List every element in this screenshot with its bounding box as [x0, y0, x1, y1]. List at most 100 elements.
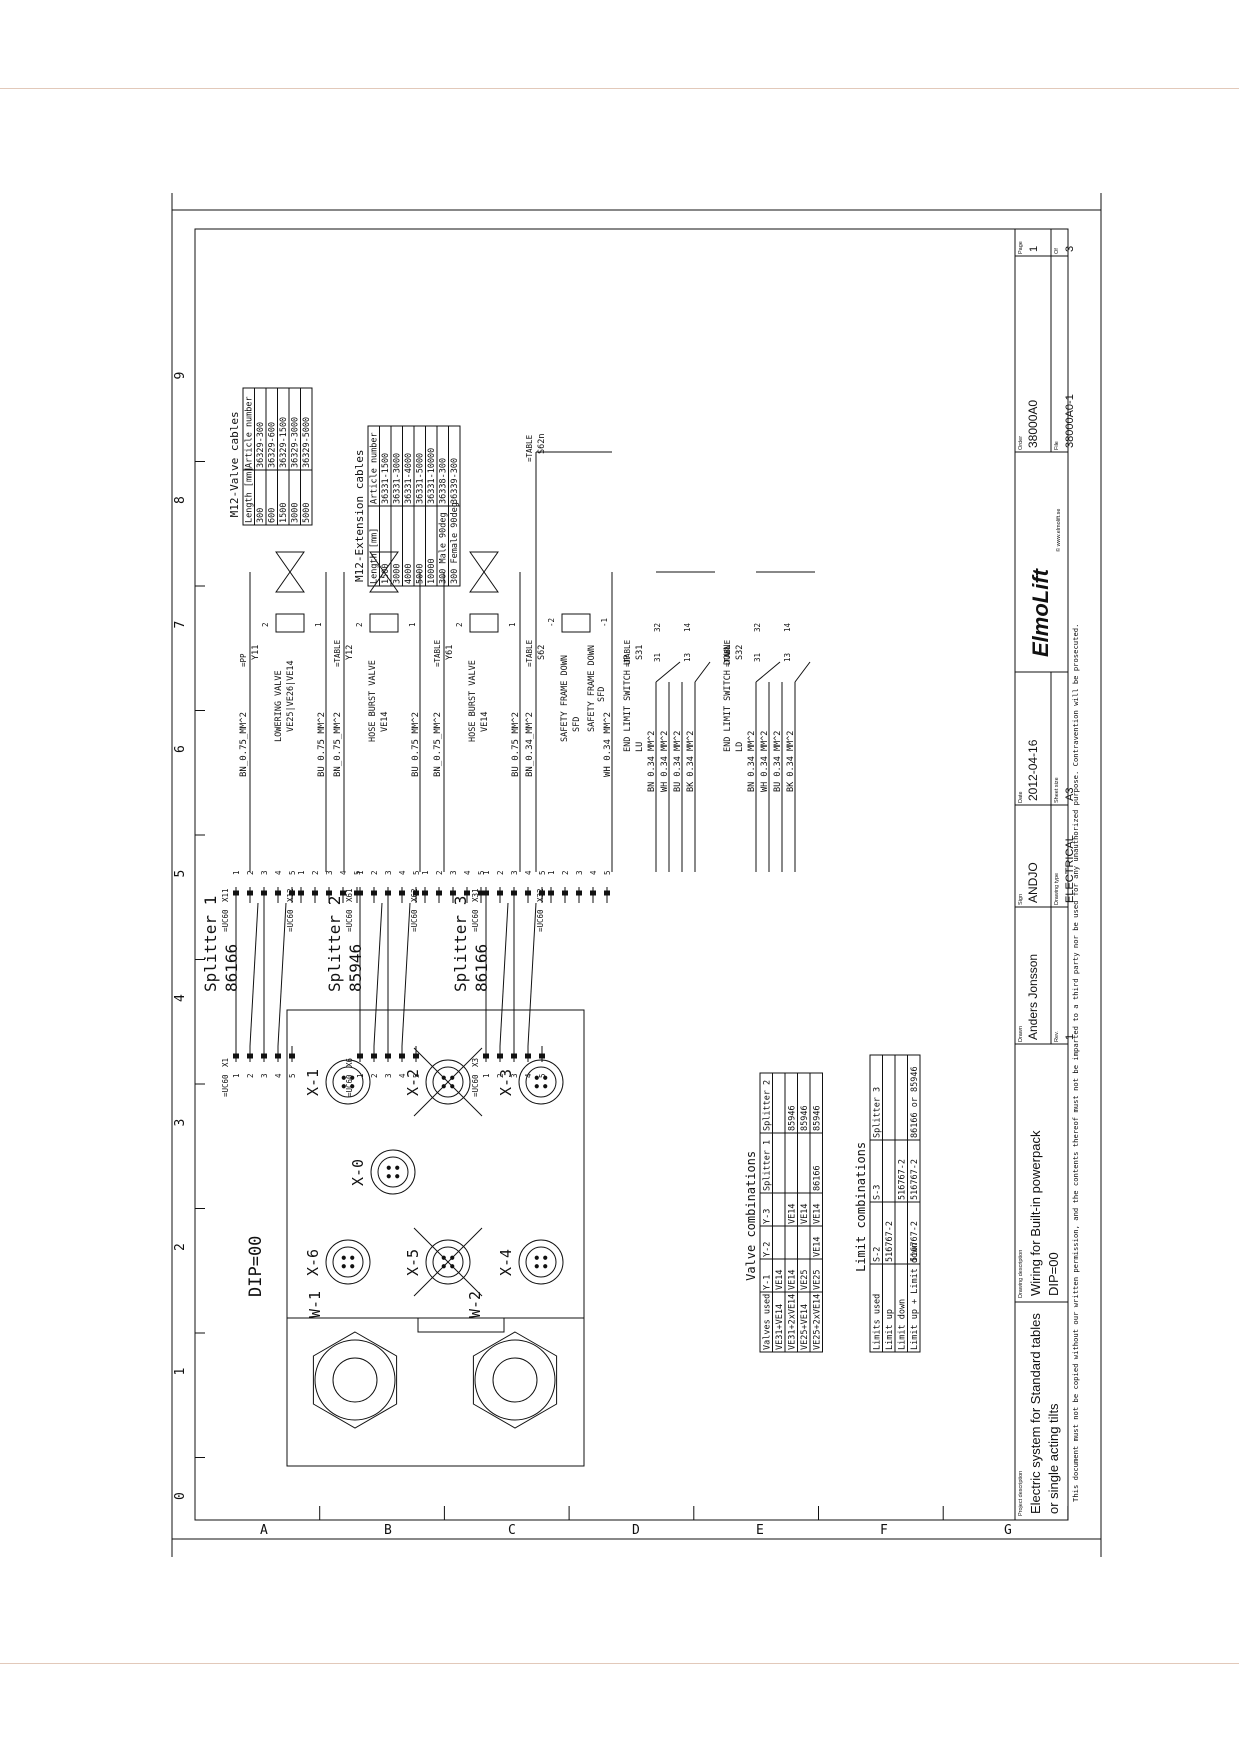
pin-crimp — [399, 890, 405, 896]
table-cell: Article number — [370, 432, 380, 504]
pin-number: 4 — [524, 870, 533, 875]
connector-label: X-3 — [497, 1069, 515, 1096]
pin-number: 3 — [260, 870, 269, 875]
contact-number: 13 — [683, 653, 692, 662]
pin-dot — [543, 1084, 548, 1089]
table-cell: Splitter 1 — [763, 1140, 773, 1191]
pin-number: 3 — [510, 1073, 519, 1078]
wire-label: WH_0.34_MM^2 — [603, 712, 613, 777]
pin-crimp — [326, 890, 332, 896]
column-number: 9 — [173, 372, 188, 380]
pin-dot — [395, 1174, 400, 1179]
pin-crimp — [289, 890, 295, 896]
coil-pin: 2 — [455, 622, 464, 627]
device-tag: =TABLE — [525, 434, 534, 462]
pin-crimp — [539, 1053, 545, 1059]
device-name: END LIMIT SWITCH DOWN — [723, 645, 733, 752]
panel-outline — [286, 1009, 585, 1467]
coil-pin: 1 — [508, 622, 517, 627]
table-cell: Splitter 3 — [873, 1087, 883, 1138]
pin-number: 1 — [482, 870, 491, 875]
pin-number: 4 — [398, 1073, 407, 1078]
file-value: 38000A0-1 — [1064, 394, 1076, 448]
pin-crimp — [312, 890, 318, 896]
device-name: SAFETY FRAME DOWN — [587, 645, 597, 732]
table-row — [809, 1072, 823, 1353]
table-cell: 600 — [268, 508, 278, 523]
table-row — [300, 387, 313, 526]
pin-crimp — [261, 1053, 267, 1059]
row-letter: D — [632, 1523, 640, 1538]
pin-dot — [341, 1075, 346, 1080]
table-cell: Length [mm] — [245, 467, 255, 523]
splitter-out-tag: =UC60 — [345, 909, 354, 932]
row-letter: E — [756, 1523, 764, 1538]
row-letter: C — [508, 1523, 516, 1538]
pin-dot — [543, 1255, 548, 1260]
table-cell: Limit down — [898, 1299, 908, 1350]
contact-number: 13 — [783, 653, 792, 662]
row-letter: G — [1004, 1523, 1012, 1538]
device-id: Y61 — [445, 645, 455, 660]
table-cell: 36331-3000 — [393, 453, 403, 504]
table-cell: 4000 — [404, 564, 414, 584]
size-label: Sheet size — [1054, 777, 1060, 803]
table-cell: S-3 — [873, 1185, 883, 1200]
table-cell: VE25 — [813, 1270, 823, 1290]
pin-crimp — [289, 1053, 295, 1059]
bus-wire — [373, 902, 383, 1047]
table-cell: VE25+VE14 — [800, 1304, 810, 1350]
connector-ring — [325, 1239, 371, 1285]
contact-number: 32 — [753, 623, 762, 632]
coil-pin: -2 — [547, 618, 556, 627]
valve-symbol — [469, 551, 499, 573]
device-tag: =PP — [239, 653, 248, 667]
pin-crimp — [483, 890, 489, 896]
device-name: LOWERING VALVE — [274, 670, 284, 742]
table-cell: 36331-4000 — [404, 453, 414, 504]
device-name: HOSE BURST VALVE — [368, 660, 378, 742]
coil-pin: -1 — [600, 618, 609, 627]
table-cell: 300 — [256, 508, 266, 523]
of-label: Of — [1054, 248, 1060, 254]
pin-number: 5 — [538, 870, 547, 875]
type-value: ELECTRICAL — [1064, 835, 1076, 903]
splitter-in-id: X3 — [471, 1058, 480, 1067]
splitter-out-tag: =UC60 — [286, 909, 295, 932]
bus-wire — [401, 902, 411, 1047]
pin-number: 4 — [524, 1073, 533, 1078]
top-rule — [0, 88, 1239, 89]
pin-dot — [543, 1075, 548, 1080]
connector-face — [432, 1246, 464, 1278]
gland-hex — [312, 1331, 398, 1429]
pin-number: 3 — [384, 870, 393, 875]
pin-dot — [350, 1264, 355, 1269]
outer-frame — [171, 209, 1102, 1540]
rev-value: 1 — [1064, 1034, 1076, 1040]
pin-crimp — [385, 890, 391, 896]
pin-crimp — [233, 1053, 239, 1059]
copyright-note: This document must not be copied without… — [1071, 624, 1080, 1502]
pin-number: 3 — [260, 1073, 269, 1078]
row-letter: F — [880, 1523, 888, 1538]
table-cell: Y-3 — [763, 1209, 773, 1224]
valve-symbol — [369, 551, 399, 573]
device-spec: LD — [735, 742, 745, 752]
table-cell: 36329-3000 — [291, 417, 301, 468]
contact-number: 31 — [753, 653, 762, 662]
date-value: 2012-04-16 — [1026, 739, 1040, 801]
gland-core — [492, 1357, 538, 1403]
pin-number: 4 — [398, 870, 407, 875]
connector-face — [332, 1246, 364, 1278]
pin-crimp — [413, 890, 419, 896]
pin-number: 4 — [274, 1073, 283, 1078]
device-tag: =TABLE — [433, 639, 442, 667]
pin-crimp — [247, 890, 253, 896]
pin-number: 4 — [463, 870, 472, 875]
table-cell: S-2 — [873, 1247, 883, 1262]
